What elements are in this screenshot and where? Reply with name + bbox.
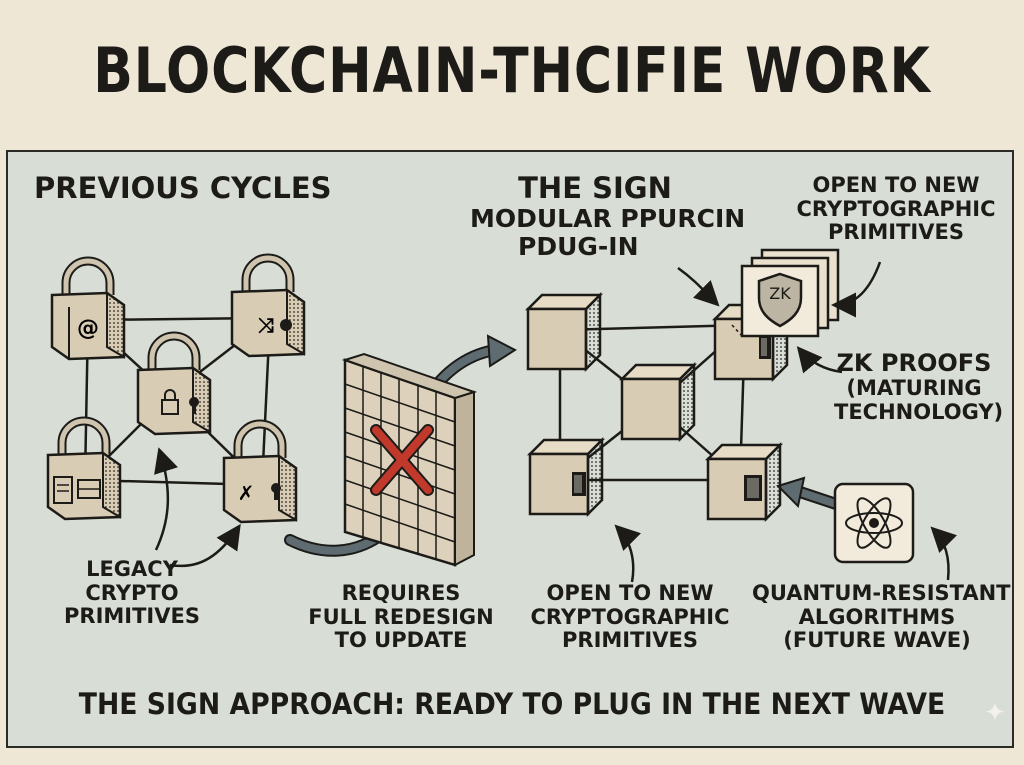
brick-wall-icon: [341, 352, 478, 567]
legacy-line: CRYPTO: [85, 580, 179, 605]
svg-text:@: @: [77, 316, 99, 341]
module-cube-icon: [618, 361, 698, 443]
zk-proofs-label: ZK PROOFS (MATURING TECHNOLOGY): [834, 349, 1004, 425]
quantum-line: ALGORITHMS: [798, 604, 956, 629]
zk-proofs-line: ZK PROOFS: [836, 349, 992, 377]
quantum-line: QUANTUM-RESISTANT: [752, 581, 1011, 605]
requires-line: TO UPDATE: [334, 628, 468, 653]
requires-redesign-label: REQUIRES FULL REDESIGN TO UPDATE: [306, 581, 496, 653]
open-bottom-line: PRIMITIVES: [562, 628, 698, 653]
open-top-line: PRIMITIVES: [828, 220, 964, 245]
legacy-line: LEGACY: [86, 557, 178, 581]
open-top-line: OPEN TO NEW: [812, 173, 980, 197]
previous-cycles-heading: PREVIOUS CYCLES: [34, 171, 332, 205]
open-primitives-bottom-label: OPEN TO NEW CRYPTOGRAPHIC PRIMITIVES: [530, 581, 730, 653]
svg-text:⤨: ⤨: [258, 313, 274, 337]
sign-plugin-label: THE SIGN MODULAR PPURCIN PDUG-IN: [470, 171, 746, 262]
padlock-icon: ⤨: [230, 253, 306, 358]
svg-text:✗: ✗: [238, 481, 255, 505]
module-cube-icon: [524, 291, 604, 373]
open-primitives-top-label: OPEN TO NEW CRYPTOGRAPHIC PRIMITIVES: [796, 173, 996, 245]
padlock-icon: [46, 416, 122, 521]
padlock-icon: [136, 331, 212, 436]
open-top-line: CRYPTOGRAPHIC: [796, 196, 996, 221]
requires-line: FULL REDESIGN: [308, 604, 494, 629]
padlock-icon: @: [50, 256, 126, 361]
module-cube-icon: [526, 436, 606, 518]
open-bottom-line: OPEN TO NEW: [546, 581, 714, 605]
zk-proofs-line: (MATURING: [846, 376, 982, 401]
module-cube-icon: [704, 441, 784, 523]
legacy-line: PRIMITIVES: [64, 604, 200, 629]
sign-plugin-line: PDUG-IN: [518, 232, 639, 262]
title-band: BLOCKCHAIN-THCIFIE WORK: [0, 0, 1024, 150]
requires-line: REQUIRES: [341, 581, 461, 605]
open-bottom-line: CRYPTOGRAPHIC: [530, 604, 730, 629]
sign-plugin-line: MODULAR PPURCIN: [470, 203, 746, 233]
red-x-icon: [370, 424, 434, 496]
page-title: BLOCKCHAIN-THCIFIE WORK: [93, 34, 931, 107]
sparkle-icon: ✦: [984, 698, 1006, 728]
quantum-resistant-label: QUANTUM-RESISTANT ALGORITHMS (FUTURE WAV…: [752, 581, 1011, 653]
sign-plugin-line: THE SIGN: [518, 171, 672, 205]
padlock-icon: ✗: [222, 419, 298, 524]
zk-proofs-line: TECHNOLOGY): [834, 399, 1004, 424]
bottom-banner: THE SIGN APPROACH: READY TO PLUG IN THE …: [78, 687, 946, 721]
atom-icon: [833, 482, 915, 564]
quantum-line: (FUTURE WAVE): [783, 628, 971, 653]
zk-shield-icon: [757, 272, 803, 328]
zk-card-stack: [731, 248, 840, 338]
zk-card-label: ZK: [769, 284, 791, 303]
legacy-crypto-label: LEGACY CRYPTO PRIMITIVES: [52, 557, 212, 629]
